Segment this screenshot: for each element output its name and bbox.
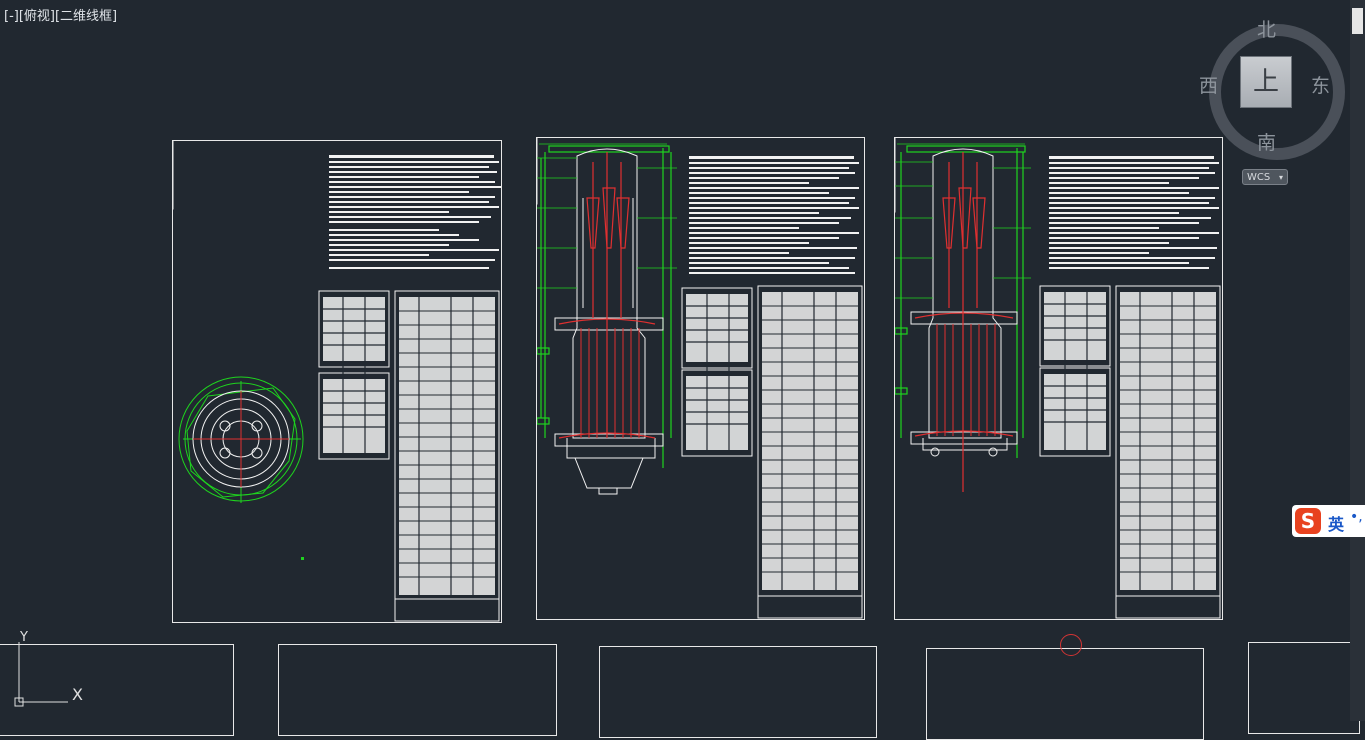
compass-west[interactable]: 西 [1199, 75, 1219, 97]
compass-east[interactable]: 东 [1311, 75, 1331, 97]
compass-north[interactable]: 北 [1257, 19, 1277, 41]
ime-toolbar[interactable]: S 英 •, [1292, 505, 1365, 537]
drawing-sheet-8[interactable] [1248, 642, 1360, 734]
drawing-sheet-6[interactable] [599, 646, 877, 738]
wcs-menu-button[interactable]: WCS ▾ [1242, 169, 1288, 185]
sheet-2-artwork [537, 138, 863, 619]
ucs-y-label: Y [20, 630, 28, 645]
sheet-3-artwork [895, 138, 1221, 619]
viewcube[interactable]: 北 南 东 西 上 WCS ▾ [1196, 10, 1356, 190]
drawing-sheet-5[interactable] [278, 644, 557, 736]
drawing-sheet-1[interactable] [172, 140, 502, 623]
drawing-sheet-3[interactable] [894, 137, 1223, 620]
viewcube-top-face[interactable]: 上 [1240, 56, 1292, 108]
ucs-x-label: X [72, 685, 83, 704]
ime-punctuation-toggle[interactable]: •, [1350, 509, 1363, 525]
viewport-controls-label[interactable]: [-][俯视][二维线框] [4, 9, 118, 24]
ucs-axes [14, 642, 68, 707]
ucs-icon: Y X [6, 630, 96, 715]
sheet-1-artwork [173, 141, 501, 622]
drawing-sheet-7[interactable] [926, 648, 1204, 740]
chevron-down-icon: ▾ [1278, 173, 1283, 182]
sogou-logo-icon[interactable]: S [1295, 508, 1321, 534]
vertical-scrollbar[interactable] [1350, 0, 1365, 721]
drawing-sheet-2[interactable] [536, 137, 865, 620]
ime-language-toggle[interactable]: 英 [1328, 515, 1345, 534]
compass-south[interactable]: 南 [1257, 132, 1277, 154]
wcs-label: WCS [1247, 172, 1271, 183]
crosshair-cursor [1060, 634, 1082, 656]
scrollbar-thumb[interactable] [1352, 8, 1363, 34]
